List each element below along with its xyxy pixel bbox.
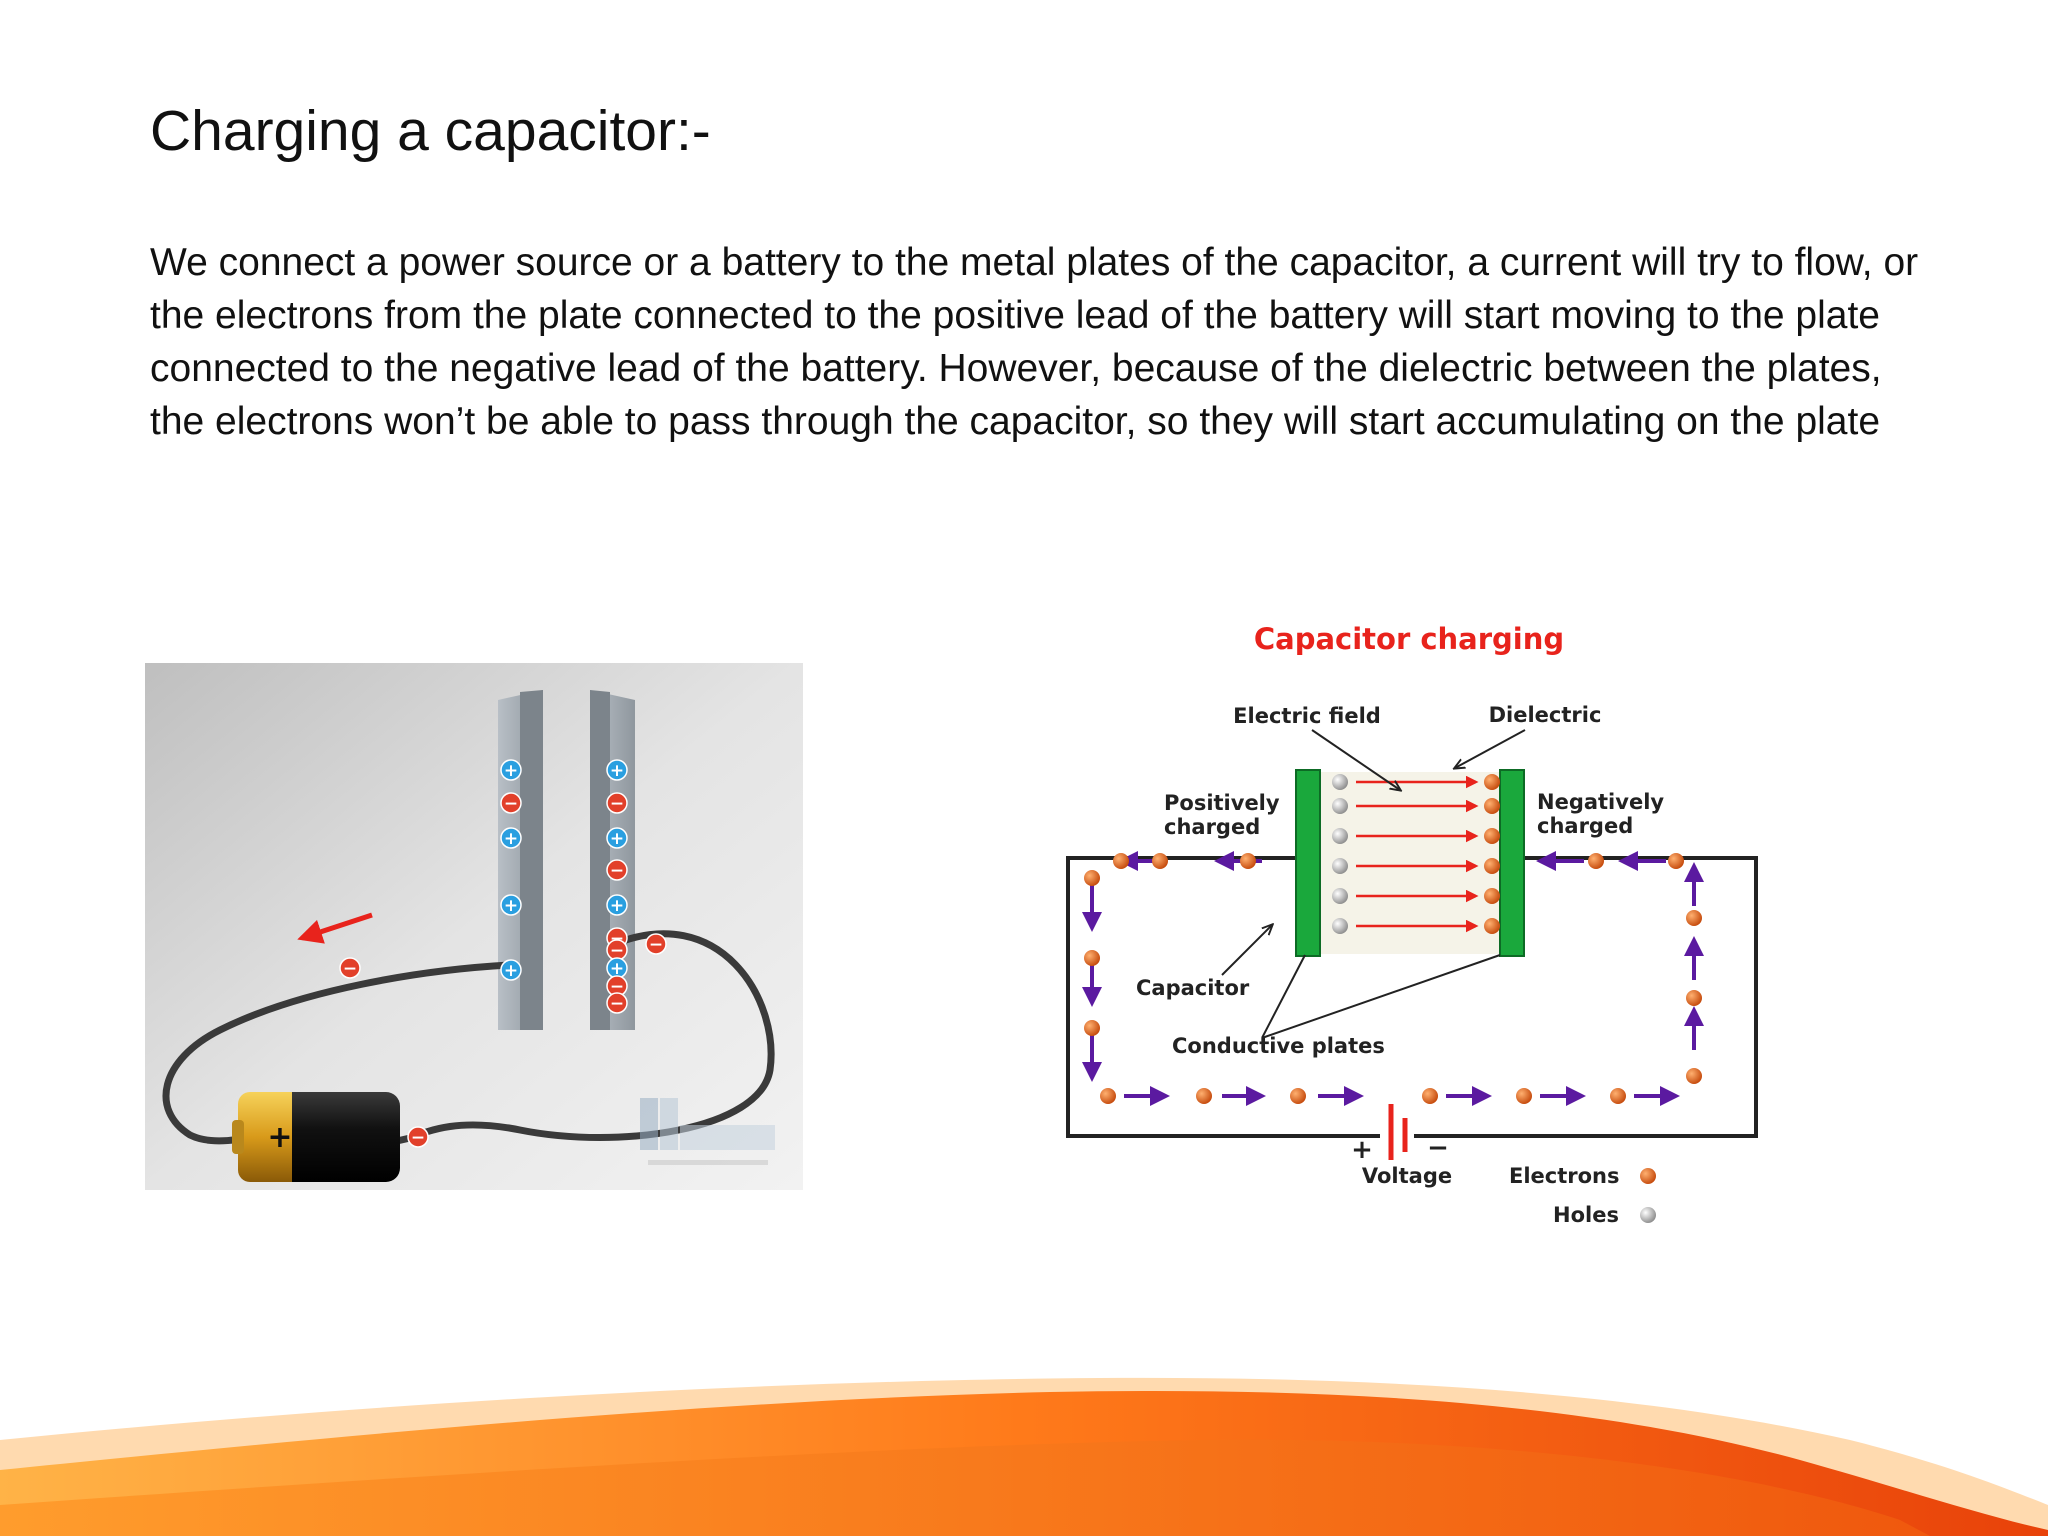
legend-hole-dot: [1640, 1207, 1656, 1223]
electron: [1686, 1068, 1702, 1084]
electron: [1668, 853, 1684, 869]
label-voltage: Voltage: [1362, 1164, 1452, 1188]
right-plate-charge: [606, 827, 628, 849]
right-plate-charge: [606, 992, 628, 1014]
wire-electron-sign: −: [411, 1128, 425, 1148]
left-plate-charge-sign: −: [504, 794, 518, 814]
electron: [1240, 853, 1256, 869]
positive-plate: [1295, 769, 1321, 957]
label-dielectric: Dielectric: [1489, 703, 1602, 727]
right-plate-charge-sign: −: [610, 861, 624, 881]
left-plate-charge: [500, 759, 522, 781]
right-plate-charge: [606, 759, 628, 781]
left-plate-charge-sign: +: [504, 961, 518, 981]
right-plate-charge-sign: −: [610, 941, 624, 961]
electron: [1484, 918, 1500, 934]
label-conductive-plates: Conductive plates: [1172, 1034, 1385, 1058]
label-plus: +: [1351, 1135, 1373, 1165]
left-plate-charge: [500, 959, 522, 981]
label-electric-field: Electric field: [1233, 704, 1381, 728]
battery: +: [232, 1092, 400, 1182]
left-plate-charge: [500, 894, 522, 916]
electron: [1484, 888, 1500, 904]
hole: [1332, 774, 1348, 790]
electron: [1196, 1088, 1212, 1104]
electron: [1588, 853, 1604, 869]
electron: [1100, 1088, 1116, 1104]
electron: [1686, 910, 1702, 926]
label-positively: Positively: [1164, 791, 1280, 815]
left-plate-charge-sign: +: [504, 761, 518, 781]
label-negatively-charged: charged: [1537, 814, 1633, 838]
right-plate-charge-sign: −: [610, 977, 624, 997]
hole: [1332, 798, 1348, 814]
hole: [1332, 828, 1348, 844]
electron: [1113, 853, 1129, 869]
right-plate-charge: [606, 859, 628, 881]
slide-title: Charging a capacitor:-: [150, 99, 711, 163]
electron: [1084, 950, 1100, 966]
electron: [1152, 853, 1168, 869]
right-plate-charge-sign: −: [610, 994, 624, 1014]
wire-electron-sign: −: [343, 959, 357, 979]
capacitor-charging-diagram: Capacitor charging Electric field Dielec…: [1066, 622, 1758, 1227]
left-plate-charge-sign: +: [504, 896, 518, 916]
right-plate-charge: [606, 792, 628, 814]
right-plate-charge-sign: +: [610, 761, 624, 781]
wire-electron: [407, 1126, 429, 1148]
current-direction-arrow: [297, 912, 373, 944]
electron: [1484, 858, 1500, 874]
label-negatively: Negatively: [1537, 790, 1664, 814]
left-plate-charge: [500, 827, 522, 849]
electron: [1084, 870, 1100, 886]
right-plate-charge: [606, 894, 628, 916]
label-minus: −: [1427, 1133, 1449, 1163]
slide-body: We connect a power source or a battery t…: [150, 241, 1919, 443]
electron: [1422, 1088, 1438, 1104]
electron: [1290, 1088, 1306, 1104]
right-plate-charge-sign: +: [610, 959, 624, 979]
left-plate-charge-sign: +: [504, 829, 518, 849]
label-capacitor: Capacitor: [1136, 976, 1250, 1000]
electron: [1484, 828, 1500, 844]
negative-plate: [1499, 769, 1525, 957]
legend-electron-dot: [1640, 1168, 1656, 1184]
wire-left: [162, 961, 511, 1145]
electron: [1516, 1088, 1532, 1104]
diagram-title: Capacitor charging: [1254, 622, 1564, 656]
electron: [1484, 798, 1500, 814]
hole: [1332, 888, 1348, 904]
right-plate-charge-sign: −: [610, 794, 624, 814]
legend-holes-label: Holes: [1553, 1203, 1619, 1227]
wire-electron-sign: −: [649, 935, 663, 955]
battery-plus-sign: +: [267, 1120, 292, 1155]
wire-electron: [645, 933, 667, 955]
legend-electrons-label: Electrons: [1509, 1164, 1620, 1188]
electron: [1686, 990, 1702, 1006]
label-positively-charged: charged: [1164, 815, 1260, 839]
electron: [1084, 1020, 1100, 1036]
hole: [1332, 858, 1348, 874]
decorative-bottom-wave: [0, 1377, 2048, 1536]
electron: [1484, 774, 1500, 790]
hole: [1332, 918, 1348, 934]
wire-electron: [339, 957, 361, 979]
left-plate-charge: [500, 792, 522, 814]
electron: [1610, 1088, 1626, 1104]
right-plate-charge-sign: +: [610, 829, 624, 849]
watermark-logo: [640, 1098, 775, 1165]
capacitor-battery-illustration: + +−++++−+−+−−+−−−−−: [145, 663, 803, 1190]
right-plate-charge-sign: +: [610, 896, 624, 916]
